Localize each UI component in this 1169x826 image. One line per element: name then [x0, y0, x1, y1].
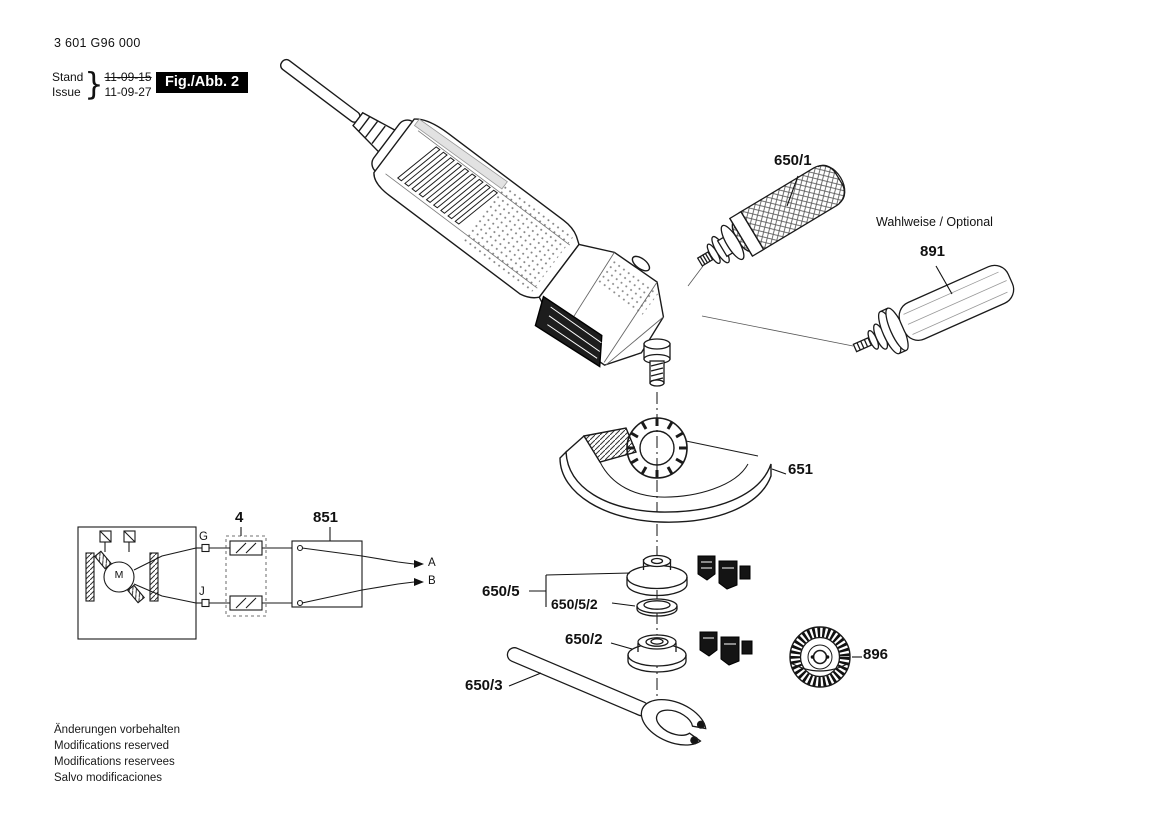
part-label-650-2: 650/2 [565, 631, 603, 648]
part-label-4: 4 [235, 509, 244, 526]
angle-grinder-body [279, 58, 665, 368]
footer-disclaimer: Änderungen vorbehalten Modifications res… [54, 722, 180, 786]
knurled-grip [731, 165, 845, 253]
power-cord [279, 58, 399, 155]
footer-line-es: Salvo modificaciones [54, 772, 163, 785]
gear-head [534, 243, 665, 368]
part-label-650-3: 650/3 [465, 677, 503, 694]
clamp-pieces-upper [697, 555, 751, 590]
footer-line-en: Modifications reserved [54, 740, 170, 753]
clamp-pieces-lower [699, 631, 753, 666]
grip-dot-texture [462, 184, 574, 293]
switch-paddle [534, 295, 603, 368]
issue-label: Issue [52, 84, 81, 99]
part-label-651: 651 [788, 461, 814, 478]
footer-line-de: Änderungen vorbehalten [54, 724, 180, 736]
pin-wrench-650-3 [506, 647, 707, 746]
wire-label-a: A [428, 557, 436, 569]
brush-lower [127, 584, 145, 604]
backing-flange-650-5 [626, 554, 688, 597]
wiring-diagram [77, 526, 424, 640]
brush-upper [94, 550, 112, 570]
part-label-650-1: 650/1 [774, 152, 812, 169]
side-handle-891 [852, 264, 1015, 355]
field-coil-left [85, 552, 95, 602]
spindle-lock-button [631, 255, 651, 272]
wire-label-b: B [428, 575, 436, 587]
optional-note: Wahlweise / Optional [876, 215, 993, 229]
output-wires [361, 555, 424, 591]
part-label-891: 891 [920, 243, 946, 260]
footer-line-fr: Modifications reservees [54, 756, 175, 769]
motor-housing [371, 118, 580, 299]
stand-date: 11-09-15 [104, 69, 152, 84]
leader-lines [508, 175, 953, 687]
part-label-851: 851 [313, 509, 339, 526]
terminal-label-j: J [199, 586, 205, 598]
catalog-part-number: 3 601 G96 000 [54, 36, 141, 50]
vent-slats [396, 146, 499, 225]
guard-651 [559, 417, 772, 523]
figure-badge: Fig./Abb. 2 [156, 72, 249, 93]
clamping-nut-896 [789, 626, 851, 688]
field-coil-right [149, 552, 159, 602]
part-label-650-5: 650/5 [482, 583, 520, 600]
part-label-896: 896 [863, 646, 889, 663]
part-label-650-5-2: 650/5/2 [551, 596, 598, 612]
terminal-label-g: G [199, 531, 208, 543]
assembly-axis-lines [687, 265, 854, 347]
switch-851 [291, 527, 363, 608]
stand-label: Stand [52, 69, 84, 84]
revision-block: Stand Issue } 11-09-15 11-09-27 [52, 66, 152, 104]
spindle [643, 338, 671, 387]
revision-brace: } [84, 66, 104, 103]
issue-date: 11-09-27 [104, 84, 152, 99]
ring-650-5-2 [636, 598, 678, 617]
motor-symbol [103, 561, 135, 593]
clamping-flange-650-2 [627, 634, 687, 673]
vibration-handle-650-1 [696, 164, 846, 267]
suppressor-4 [225, 527, 267, 617]
motor-label: M [114, 569, 124, 581]
